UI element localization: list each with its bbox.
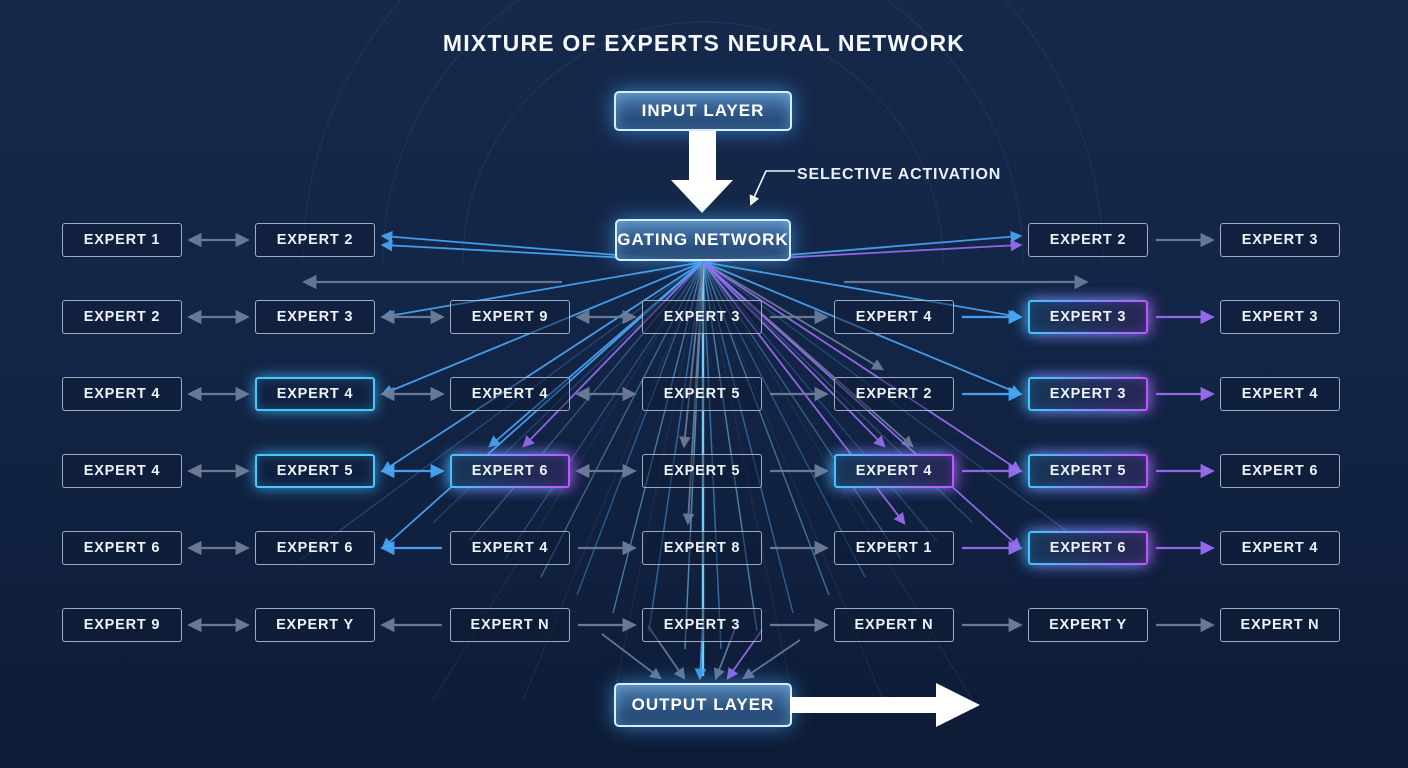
input-layer-label: INPUT LAYER	[641, 101, 765, 120]
gating-network-node: GATING NETWORK	[615, 219, 791, 261]
expert-box-r5c3: EXPERT 4	[450, 531, 570, 565]
diagram-title: MIXTURE OF EXPERTS NEURAL NETWORK	[442, 30, 966, 56]
expert-box-r6c7: EXPERT N	[1220, 608, 1340, 642]
expert-box-r4c3: EXPERT 6	[450, 454, 570, 488]
expert-box-r5c1: EXPERT 6	[62, 531, 182, 565]
expert-box-r3c7: EXPERT 4	[1220, 377, 1340, 411]
expert-box-r6c2: EXPERT Y	[255, 608, 375, 642]
expert-box-r3c1: EXPERT 4	[62, 377, 182, 411]
expert-box-r5c5: EXPERT 1	[834, 531, 954, 565]
expert-box-r3c3: EXPERT 4	[450, 377, 570, 411]
selective-activation-label: SELECTIVE ACTIVATION	[797, 166, 1002, 183]
expert-box-r6c5: EXPERT N	[834, 608, 954, 642]
expert-box-r1c1: EXPERT 1	[62, 223, 182, 257]
expert-box-r5c6: EXPERT 6	[1028, 531, 1148, 565]
output-layer-label: OUTPUT LAYER	[631, 695, 775, 714]
expert-box-r1c7: EXPERT 3	[1220, 223, 1340, 257]
expert-box-r2c7: EXPERT 3	[1220, 300, 1340, 334]
output-arrowhead-icon	[936, 683, 980, 727]
expert-box-r2c3: EXPERT 9	[450, 300, 570, 334]
expert-box-r3c6: EXPERT 3	[1028, 377, 1148, 411]
expert-box-r2c6: EXPERT 3	[1028, 300, 1148, 334]
expert-box-r4c5: EXPERT 4	[834, 454, 954, 488]
expert-box-r2c2: EXPERT 3	[255, 300, 375, 334]
expert-box-r5c2: EXPERT 6	[255, 531, 375, 565]
expert-box-r2c1: EXPERT 2	[62, 300, 182, 334]
expert-box-r1c6: EXPERT 2	[1028, 223, 1148, 257]
expert-box-r2c5: EXPERT 4	[834, 300, 954, 334]
input-to-gating-arrow	[689, 131, 716, 181]
expert-box-r4c2: EXPERT 5	[255, 454, 375, 488]
expert-box-r4c7: EXPERT 6	[1220, 454, 1340, 488]
output-layer-node: OUTPUT LAYER	[614, 683, 792, 727]
expert-box-r5c4: EXPERT 8	[642, 531, 762, 565]
expert-box-r6c4: EXPERT 3	[642, 608, 762, 642]
expert-box-r3c2: EXPERT 4	[255, 377, 375, 411]
expert-box-r3c5: EXPERT 2	[834, 377, 954, 411]
input-to-gating-arrowhead-icon	[671, 180, 733, 213]
expert-box-r6c6: EXPERT Y	[1028, 608, 1148, 642]
expert-box-r4c4: EXPERT 5	[642, 454, 762, 488]
expert-box-r5c7: EXPERT 4	[1220, 531, 1340, 565]
gating-network-label: GATING NETWORK	[617, 230, 789, 249]
expert-box-r4c1: EXPERT 4	[62, 454, 182, 488]
input-layer-node: INPUT LAYER	[614, 91, 792, 131]
expert-box-r1c2: EXPERT 2	[255, 223, 375, 257]
expert-box-r4c6: EXPERT 5	[1028, 454, 1148, 488]
output-arrow	[790, 697, 938, 713]
expert-box-r3c4: EXPERT 5	[642, 377, 762, 411]
expert-box-r6c1: EXPERT 9	[62, 608, 182, 642]
expert-box-r2c4: EXPERT 3	[642, 300, 762, 334]
expert-box-r6c3: EXPERT N	[450, 608, 570, 642]
